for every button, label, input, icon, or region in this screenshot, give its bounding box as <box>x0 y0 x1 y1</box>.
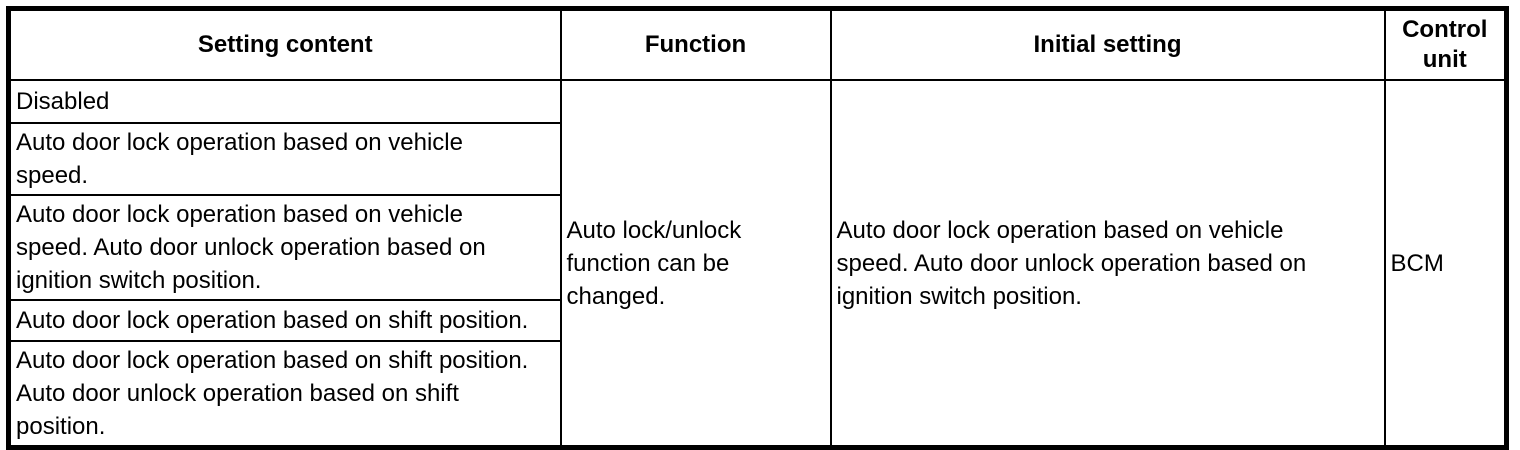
table-row: Disabled Auto lock/unlock function can b… <box>7 79 1508 449</box>
table-row: Auto door lock operation based on vehicl… <box>7 122 1507 196</box>
auto-lock-settings-table-wrap: Setting content Function Initial setting… <box>6 6 1509 450</box>
header-control-unit: Control unit <box>1383 7 1508 81</box>
table-row: Auto door lock operation based on vehicl… <box>7 194 1507 301</box>
setting-content-cell-shift-position-unlock: Auto door lock operation based on shift … <box>7 340 562 449</box>
function-cell: Auto lock/unlock function can be changed… <box>559 79 832 449</box>
setting-content-cell-disabled: Disabled <box>7 79 562 124</box>
initial-setting-cell: Auto door lock operation based on vehicl… <box>829 79 1386 449</box>
control-unit-cell: BCM <box>1383 79 1508 449</box>
table-row: Auto door lock operation based on shift … <box>7 299 1507 342</box>
header-row: Setting content Function Initial setting… <box>7 7 1508 81</box>
auto-lock-settings-table: Setting content Function Initial setting… <box>6 6 1509 450</box>
setting-content-cell-shift-position: Auto door lock operation based on shift … <box>7 299 562 342</box>
header-initial-setting: Initial setting <box>829 7 1386 81</box>
header-setting-content: Setting content <box>7 7 562 81</box>
setting-content-cell-vehicle-speed-ignition: Auto door lock operation based on vehicl… <box>7 194 562 301</box>
table-row: Auto door lock operation based on shift … <box>7 340 1507 449</box>
setting-content-cell-vehicle-speed: Auto door lock operation based on vehicl… <box>7 122 562 196</box>
header-function: Function <box>559 7 832 81</box>
